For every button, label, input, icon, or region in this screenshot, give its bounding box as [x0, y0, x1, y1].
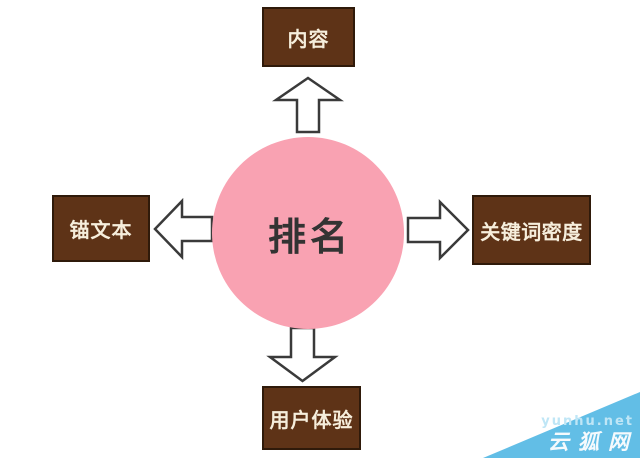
node-anchor-text-label: 锚文本 — [69, 218, 133, 242]
watermark-site-text: yunhu.net — [541, 414, 634, 429]
node-user-experience-label: 用户体验 — [269, 407, 354, 432]
node-anchor-text: 锚文本 — [52, 195, 150, 262]
center-node-label: 排名 — [267, 214, 352, 259]
up-arrow-icon — [271, 76, 345, 134]
node-keyword-density: 关键词密度 — [472, 195, 591, 265]
left-arrow-icon — [153, 197, 214, 261]
down-arrow-icon — [266, 326, 339, 383]
watermark-name-text: 云狐网 — [548, 430, 638, 454]
node-user-experience: 用户体验 — [262, 386, 361, 450]
node-content: 内容 — [262, 7, 355, 67]
node-content-label: 内容 — [287, 26, 330, 51]
center-node-ranking: 排名 — [212, 137, 404, 329]
node-keyword-density-label: 关键词密度 — [480, 219, 583, 244]
right-arrow-icon — [406, 198, 470, 262]
